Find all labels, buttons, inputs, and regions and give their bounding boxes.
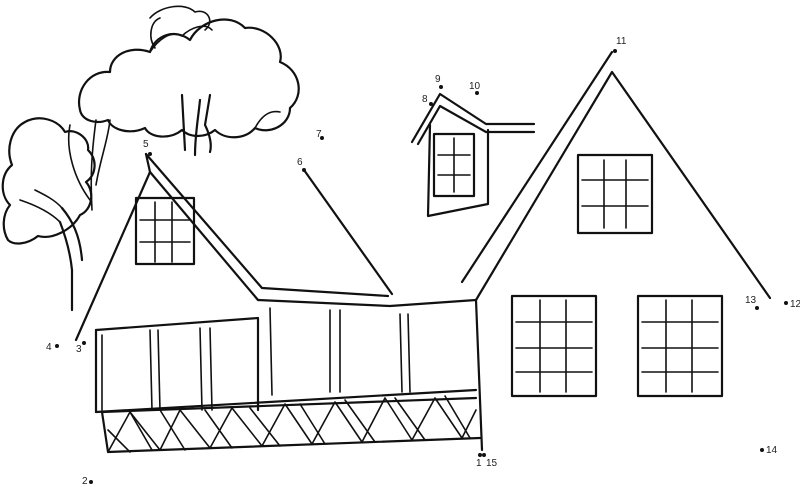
dot-label-10: 10 <box>469 81 481 92</box>
dot-label-15: 15 <box>486 458 498 469</box>
dot-label-1: 1 <box>476 458 482 469</box>
dot-label-4: 4 <box>46 342 52 353</box>
dot-14 <box>760 448 764 452</box>
dot-8 <box>429 102 433 106</box>
roof-ridge-line <box>302 168 394 296</box>
left-gable <box>74 152 390 342</box>
dot-13 <box>755 306 759 310</box>
dot-9 <box>439 85 443 89</box>
dot-label-14: 14 <box>766 445 778 456</box>
dot-label-6: 6 <box>297 157 303 168</box>
dot-15 <box>482 453 486 457</box>
dot-label-3: 3 <box>76 344 82 355</box>
dormer-window <box>432 132 476 198</box>
dot-label-7: 7 <box>316 129 322 140</box>
upper-window <box>576 153 654 235</box>
tree-right <box>67 5 300 211</box>
right-gable <box>460 50 772 452</box>
dot-label-12: 12 <box>790 299 800 310</box>
dot-11 <box>613 49 617 53</box>
lattice-skirt <box>100 395 482 454</box>
dot-5 <box>148 152 152 156</box>
dot-12 <box>784 301 788 305</box>
dot-label-13: 13 <box>745 295 757 306</box>
dot-label-5: 5 <box>143 139 149 150</box>
lower-right-window <box>636 294 724 398</box>
tree-left <box>1 117 96 312</box>
dot-10 <box>475 91 479 95</box>
dot-7 <box>320 136 324 140</box>
lower-left-window <box>510 294 598 398</box>
gable-window <box>134 196 196 266</box>
dot-4 <box>55 344 59 348</box>
dot-label-11: 11 <box>616 36 627 47</box>
dot-2 <box>89 480 93 484</box>
dot-label-2: 2 <box>82 476 88 487</box>
dot-label-9: 9 <box>435 74 441 85</box>
middle-wall <box>94 298 478 414</box>
dormer <box>410 92 536 218</box>
dot-1 <box>478 453 482 457</box>
dot-label-8: 8 <box>422 94 428 105</box>
dot-6 <box>302 168 306 172</box>
dot-3 <box>82 341 86 345</box>
